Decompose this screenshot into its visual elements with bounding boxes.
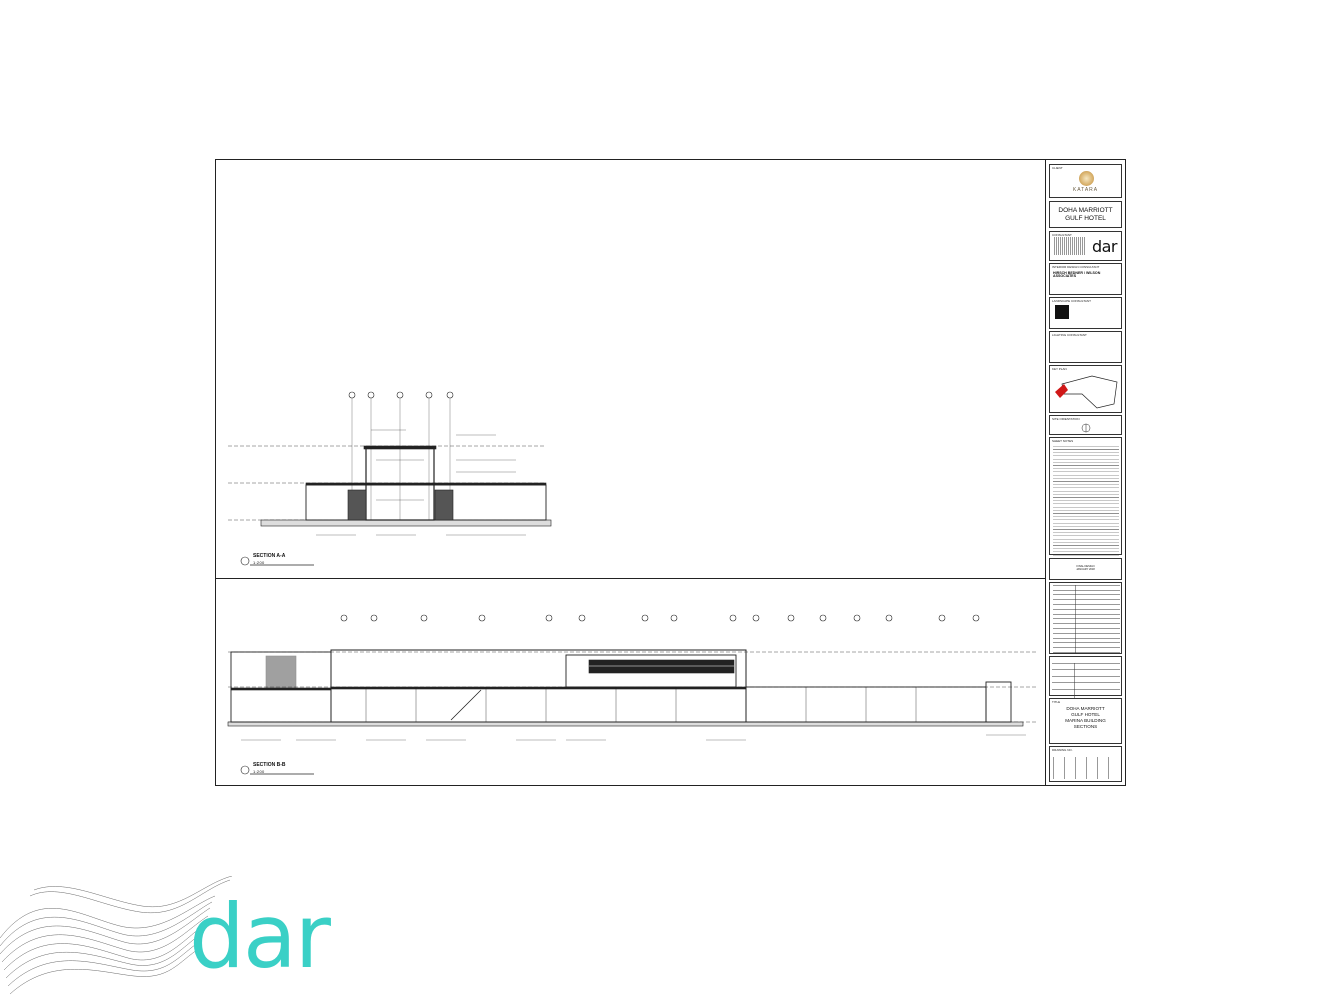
stage-line2: JANUARY 2018 [1076, 568, 1095, 571]
drawing-number-box: DRAWING NO. [1049, 746, 1122, 782]
landscape-caption: LANDSCAPE CONSULTANT [1052, 299, 1091, 303]
lighting-consultant-box: LIGHTING CONSULTANT [1049, 331, 1122, 363]
revisions-box [1049, 582, 1122, 654]
upper-section [228, 391, 552, 566]
drawing-area: SECTION A-A 1:200 SECTION B-B 1:200 [216, 160, 1046, 785]
notes-text-lines [1053, 446, 1119, 561]
sections-drawing [227, 391, 1036, 775]
landscape-logo-icon [1055, 305, 1069, 319]
client-box: CLIENT KATARA [1049, 164, 1122, 198]
brand-wave-graphic [0, 876, 233, 995]
katara-logo-icon [1079, 171, 1094, 186]
drawing-number-grid [1053, 757, 1119, 779]
section-divider [216, 578, 1045, 579]
consultant-logo: dar [1091, 237, 1118, 256]
orientation-caption: SITE ORIENTATION [1052, 417, 1080, 421]
interior-consultant-box: INTERIOR DESIGN CONSULTANT HIRSCH BEDNER… [1049, 263, 1122, 295]
lower-section-title: SECTION B-B [253, 762, 286, 768]
notes-caption: SHEET NOTES [1052, 439, 1074, 443]
key-plan-icon [1055, 375, 1118, 409]
interior-caption: INTERIOR DESIGN CONSULTANT [1052, 265, 1100, 269]
stage-box: FINAL DESIGN JANUARY 2018 [1049, 558, 1122, 580]
key-plan-caption: KEY PLAN [1052, 367, 1067, 371]
drawing-title-line1: DOHA MARRIOTT [1066, 706, 1105, 711]
info-box [1049, 656, 1122, 702]
consultant-caption: CONSULTANT [1052, 233, 1072, 237]
drawing-no-caption: DRAWING NO. [1052, 748, 1073, 752]
drawing-title-box: TITLE DOHA MARRIOTT GULF HOTEL MARINA BU… [1049, 698, 1122, 744]
lighting-caption: LIGHTING CONSULTANT [1052, 333, 1087, 337]
client-caption: CLIENT [1052, 166, 1063, 170]
key-plan-box: KEY PLAN [1049, 365, 1122, 413]
drawing-sheet: SECTION A-A 1:200 SECTION B-B 1:200 CLIE… [215, 159, 1126, 786]
interior-name: HIRSCH BEDNER / WILSON ASSOCIATES [1053, 271, 1101, 278]
sheet-notes-box: SHEET NOTES [1049, 437, 1122, 561]
brand-wordmark: dar [189, 885, 331, 988]
revision-table [1053, 585, 1120, 653]
lower-section-scale: 1:200 [253, 769, 265, 774]
drawing-title-line2: GULF HOTEL [1071, 712, 1100, 717]
drawing-title-caption: TITLE [1052, 700, 1061, 704]
drawing-title-line4: SECTIONS [1073, 724, 1098, 729]
project-name-line1: DOHA MARRIOTT [1058, 207, 1113, 214]
upper-section-scale: 1:200 [253, 560, 265, 565]
north-arrow-icon [1081, 423, 1091, 433]
project-name-line2: GULF HOTEL [1065, 215, 1106, 222]
title-block: CLIENT KATARA DOHA MARRIOTT GULF HOTEL C… [1046, 160, 1125, 785]
upper-section-title: SECTION A-A [253, 553, 286, 559]
stage-line1: FINAL DESIGN [1076, 565, 1095, 568]
lower-section [227, 614, 1036, 775]
lower-grid-bubbles [340, 614, 980, 622]
consultant-box: CONSULTANT dar [1049, 231, 1122, 261]
project-name-box: DOHA MARRIOTT GULF HOTEL [1049, 201, 1122, 228]
drawing-title-line3: MARINA BUILDING [1065, 718, 1106, 723]
orientation-box: SITE ORIENTATION [1049, 415, 1122, 435]
landscape-consultant-box: LANDSCAPE CONSULTANT [1049, 297, 1122, 329]
info-table [1052, 663, 1120, 702]
client-logo-text: KATARA [1072, 187, 1099, 193]
barcode-graphic [1054, 237, 1086, 255]
